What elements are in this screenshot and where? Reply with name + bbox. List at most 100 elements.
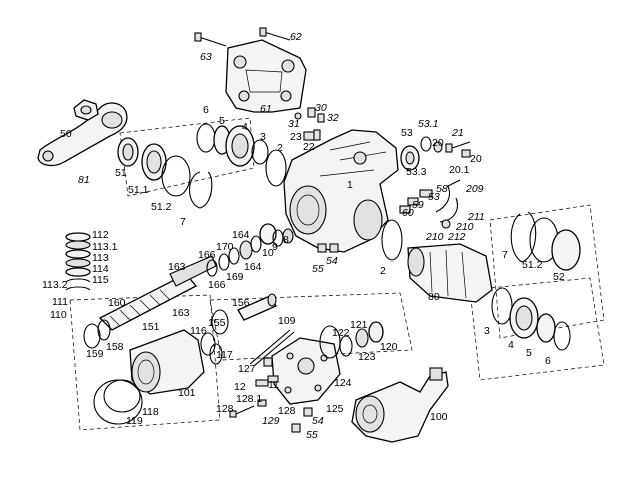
- rings-116-117: [200, 332, 223, 365]
- callout-210-a: 210: [455, 221, 474, 233]
- callout-210-b: 210: [425, 231, 444, 243]
- callout-55-bottom: 55: [306, 429, 318, 441]
- callout-209: 209: [465, 183, 484, 195]
- pins-11-12-127: [255, 357, 279, 387]
- callout-117: 117: [216, 349, 233, 361]
- callout-9: 9: [272, 241, 278, 253]
- rings-118-119: [93, 379, 143, 425]
- valve-53: [400, 145, 420, 171]
- callout-100: 100: [430, 411, 448, 423]
- snap-ring-7: [188, 171, 213, 209]
- callout-10: 10: [262, 247, 274, 259]
- steering-gear-housing-1: [283, 129, 399, 253]
- callout-51-1: 51.1: [128, 184, 149, 196]
- callout-50: 50: [60, 128, 72, 140]
- callout-31: 31: [288, 118, 300, 130]
- callout-159: 159: [86, 348, 104, 360]
- callout-11: 11: [268, 379, 279, 391]
- plug-54-55-bottom: [291, 407, 313, 433]
- bearing-4-right: [509, 297, 539, 339]
- callout-52: 52: [553, 271, 565, 283]
- callout-101: 101: [178, 387, 196, 399]
- callout-80: 80: [428, 291, 440, 303]
- nut-50: [73, 99, 99, 121]
- callout-53-b: 53: [428, 191, 440, 203]
- callout-3-right: 3: [484, 325, 490, 337]
- pitman-arm-81: [37, 102, 128, 167]
- seal-10-9-8: [259, 223, 294, 247]
- callout-118: 118: [142, 406, 159, 418]
- callout-110: 110: [50, 309, 67, 321]
- callout-166-b: 166: [208, 279, 226, 291]
- worm-shaft-151: [98, 255, 217, 331]
- callout-2-lower: 2: [380, 265, 386, 277]
- callout-169: 169: [226, 271, 244, 283]
- valve-cluster: [399, 179, 461, 229]
- bearing-4: [225, 125, 255, 167]
- callout-112: 112: [92, 229, 109, 241]
- callout-7-right: 7: [502, 249, 508, 261]
- callout-58: 58: [436, 183, 448, 195]
- ring-53-1: [420, 136, 432, 152]
- callout-111: 111: [52, 296, 68, 308]
- spring-stack-112-115: [65, 232, 91, 291]
- callout-128-1: 128.1: [236, 393, 262, 405]
- callout-125: 125: [326, 403, 344, 415]
- piston-156: [237, 293, 277, 321]
- callout-60: 60: [402, 207, 414, 219]
- seal-3: [251, 139, 269, 165]
- callout-5-right: 5: [526, 347, 532, 359]
- callout-62: 62: [290, 31, 302, 43]
- callout-51: 51: [115, 167, 127, 179]
- callout-22: 22: [303, 141, 315, 153]
- callout-114: 114: [92, 263, 109, 275]
- callout-21: 21: [451, 127, 464, 139]
- callout-12: 12: [234, 381, 246, 393]
- callout-20-1: 20.1: [449, 164, 470, 176]
- callout-119: 119: [126, 415, 143, 427]
- screws-128: [229, 399, 267, 418]
- bolt-63: [194, 32, 227, 47]
- callout-53-1: 53.1: [418, 118, 438, 130]
- callout-2-top: 2: [277, 142, 283, 154]
- callout-20-a: 20: [432, 137, 444, 149]
- callout-113-1: 113.1: [92, 241, 118, 253]
- callout-3-top: 3: [260, 131, 266, 143]
- callout-129: 129: [262, 415, 280, 427]
- callout-81: 81: [78, 174, 90, 186]
- plug-32: [317, 113, 325, 123]
- callout-53: 53: [401, 127, 413, 139]
- plug-31: [294, 112, 302, 120]
- callout-155: 155: [208, 317, 226, 329]
- sector-shaft-80: [407, 243, 493, 303]
- rings-158-159: [83, 319, 111, 349]
- callout-212: 212: [447, 231, 466, 243]
- callout-164-a: 164: [232, 229, 250, 241]
- seal-51: [117, 137, 139, 167]
- callout-124: 124: [334, 377, 352, 389]
- callout-30: 30: [315, 102, 327, 114]
- callout-4-top: 4: [242, 121, 248, 133]
- oring-2-lower: [381, 219, 403, 261]
- nut-20-1: [461, 149, 471, 158]
- callout-54-top: 54: [326, 255, 338, 267]
- callout-61: 61: [260, 103, 272, 115]
- bolt-62: [259, 27, 291, 41]
- callout-122: 122: [332, 327, 350, 339]
- callout-53-3: 53.3: [406, 166, 427, 178]
- fitting-30: [307, 107, 316, 118]
- valve-housing-124: [271, 337, 341, 405]
- callout-59: 59: [412, 199, 424, 211]
- rod-109: [249, 329, 295, 367]
- oring-2: [265, 149, 287, 187]
- callout-63: 63: [200, 51, 212, 63]
- callout-51-2-right: 51.2: [522, 259, 543, 271]
- callout-7-left: 7: [180, 216, 186, 228]
- callout-128-a: 128: [216, 403, 234, 415]
- seal-51-1: [141, 143, 167, 181]
- callout-109: 109: [278, 315, 296, 327]
- callout-166-a: 166: [198, 249, 216, 261]
